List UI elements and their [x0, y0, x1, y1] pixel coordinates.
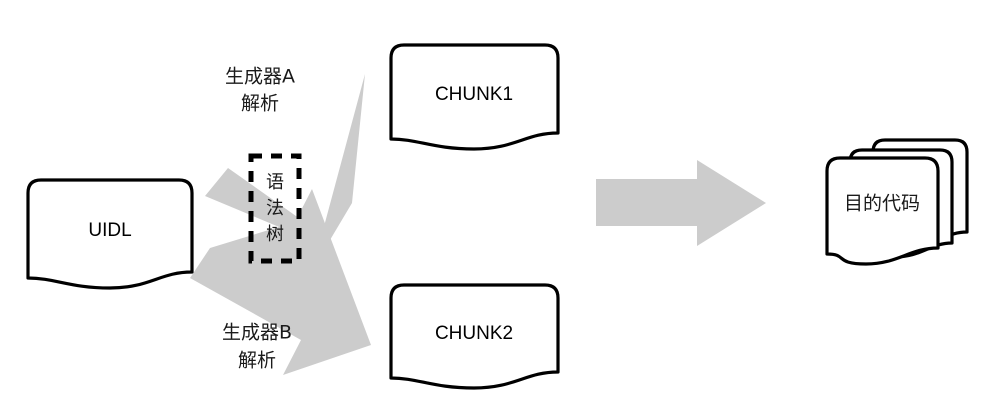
generator-b-label-line2: 解析: [238, 350, 276, 372]
syntax-tree-char-3: 树: [266, 224, 284, 245]
generator-b-label-line1: 生成器B: [222, 322, 292, 344]
generator-a-label-line2: 解析: [241, 93, 279, 115]
chunk2-document: CHUNK2: [389, 283, 560, 390]
chunk1-document-shape: [389, 43, 560, 151]
uidl-document-label: UIDL: [88, 220, 131, 241]
merge-arrow: [596, 160, 766, 246]
target-code-document-front: [825, 156, 940, 266]
syntax-tree-box-outline: [248, 153, 302, 264]
generator-b-arrow: [190, 189, 371, 375]
generator-a-label-line1: 生成器A: [225, 66, 295, 88]
syntax-tree-char-2: 法: [266, 198, 284, 219]
chunk2-document-shape: [389, 283, 560, 390]
merge-arrow-shape: [596, 160, 766, 246]
generator-b-arrow-shape: [190, 189, 371, 375]
generator-a-label: 生成器A 解析: [225, 66, 295, 115]
uidl-document: UIDL: [26, 178, 194, 290]
syntax-tree-dashed-box: 语 法 树: [248, 153, 302, 264]
chunk1-document: CHUNK1: [389, 43, 560, 151]
target-code-document-label: 目的代码: [844, 193, 920, 215]
uidl-document-shape: [26, 178, 194, 290]
target-code-document-stack: 目的代码: [825, 138, 969, 266]
chunk1-document-label: CHUNK1: [435, 84, 513, 105]
chunk2-document-label: CHUNK2: [435, 323, 513, 344]
syntax-tree-char-1: 语: [266, 172, 284, 193]
generator-b-label: 生成器B 解析: [222, 322, 292, 372]
